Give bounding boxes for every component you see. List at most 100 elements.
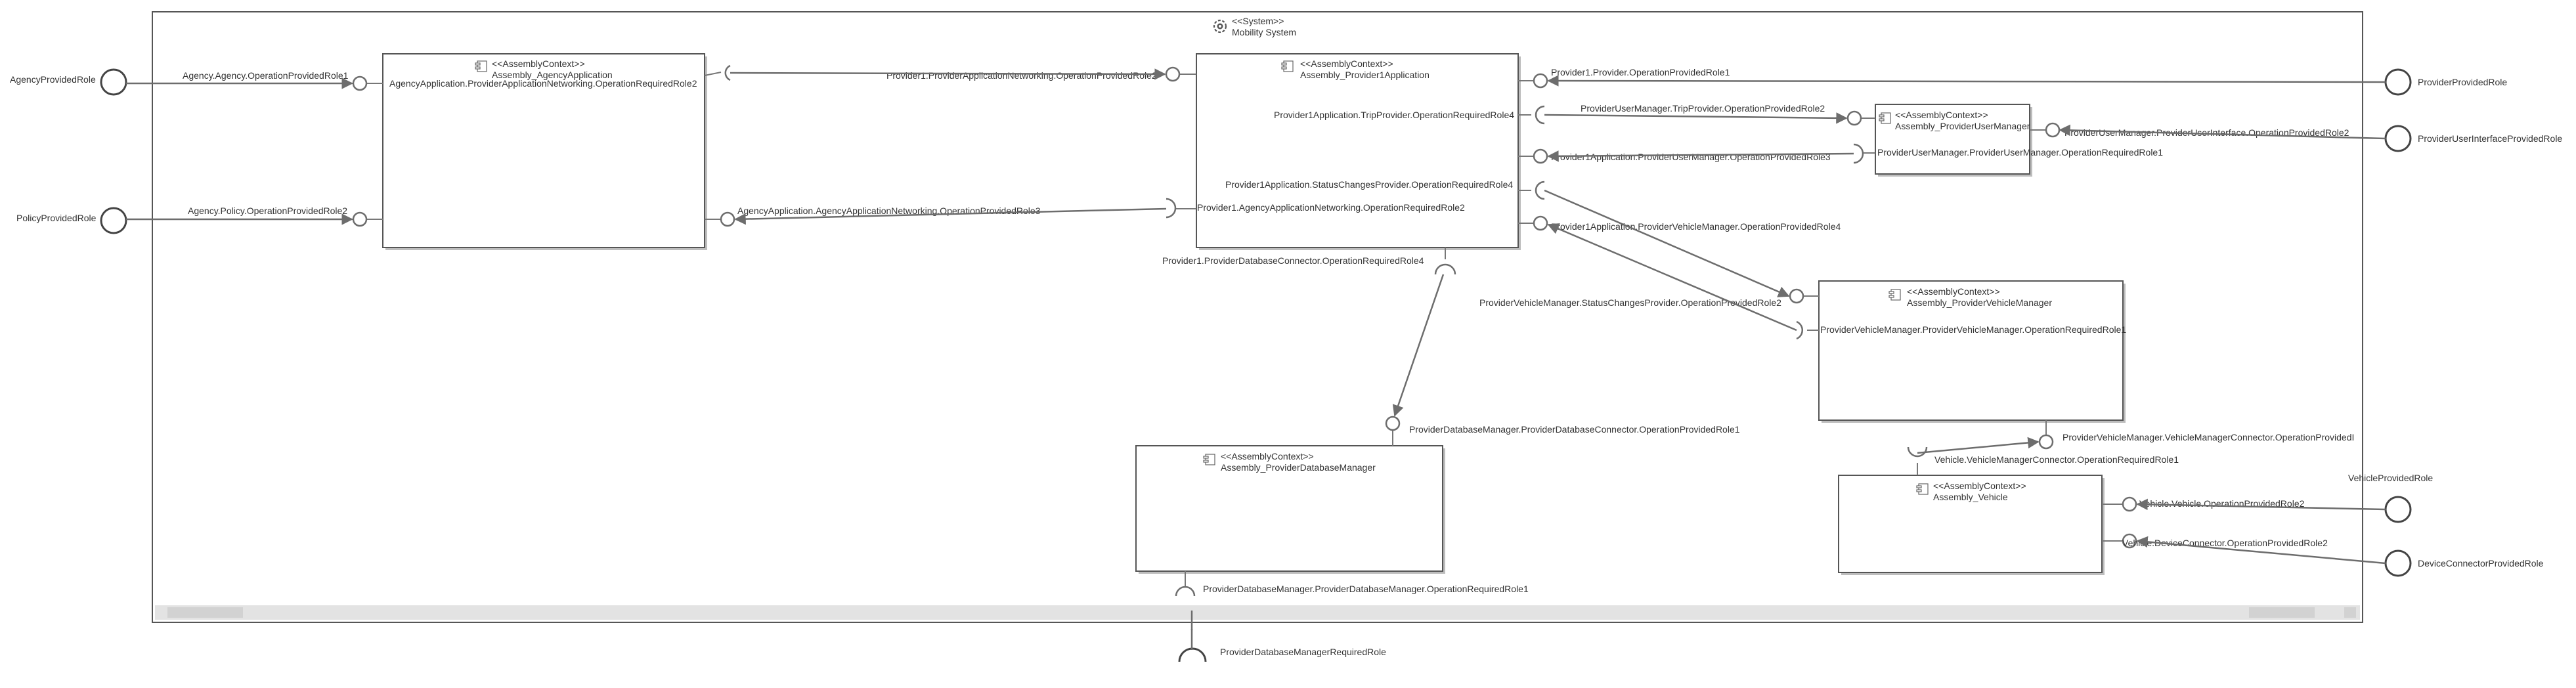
provided-role-port[interactable] [1385, 416, 1401, 431]
role-name: DeviceConnectorProvidedRole [2418, 558, 2544, 569]
role-name: PolicyProvidedRole [16, 213, 97, 223]
assembly-connector [1544, 112, 1848, 124]
external-role-db-manager-required[interactable]: ProviderDatabaseManagerRequiredRole [1178, 647, 1386, 662]
required-role-port[interactable] [1535, 181, 1545, 200]
role-name: AgencyProvidedRole [10, 74, 96, 85]
provided-role-port[interactable] [2122, 496, 2137, 512]
provided-role-port[interactable] [1533, 73, 1548, 89]
component-name: Assembly_AgencyApplication [492, 70, 613, 80]
component-vehicle[interactable]: <<AssemblyContext>> Assembly_Vehicle [1838, 475, 2105, 575]
role-label: ProviderVehicleManager.StatusChangesProv… [1479, 297, 1781, 308]
system-gear-icon [1213, 19, 1227, 33]
component-icon [1888, 289, 1901, 301]
provided-role-port[interactable] [1165, 66, 1181, 82]
component-name: Assembly_ProviderVehicleManager [1907, 297, 2052, 308]
provided-role-port[interactable] [2122, 533, 2137, 549]
role-label: ProviderVehicleManager.VehicleManagerCon… [2063, 432, 2354, 442]
component-provider-user-manager[interactable]: <<AssemblyContext>> Assembly_ProviderUse… [1875, 104, 2032, 177]
component-name: Assembly_ProviderDatabaseManager [1221, 462, 1376, 473]
provided-role-port[interactable] [1533, 215, 1548, 231]
role-label: AgencyApplication.ProviderApplicationNet… [389, 78, 697, 89]
provided-role-port[interactable] [352, 211, 368, 227]
scrollbar-corner [2344, 607, 2356, 618]
component-icon [1916, 483, 1929, 495]
delegation-connector [2136, 536, 2386, 565]
role-label: Agency.Policy.OperationProvidedRole2 [188, 205, 347, 216]
component-stereotype: <<AssemblyContext>> [1221, 451, 1314, 462]
required-role-port[interactable] [1796, 320, 1803, 340]
external-role-vehicle-provided[interactable]: VehicleProvidedRole [2348, 473, 2433, 523]
component-stereotype: <<AssemblyContext>> [492, 58, 585, 69]
role-label: Provider1Application.TripProvider.Operat… [1274, 110, 1514, 120]
delegation-connector [2059, 124, 2386, 140]
scrollbar-thumb-left[interactable] [167, 607, 243, 618]
component-name: Assembly_ProviderUserManager [1895, 121, 2030, 131]
component-name: Assembly_Provider1Application [1300, 70, 1430, 80]
component-agency-application[interactable]: <<AssemblyContext>> Assembly_AgencyAppli… [382, 53, 707, 250]
required-role-port[interactable] [1434, 263, 1456, 275]
role-label: ProviderUserManager.ProviderUserManager.… [1877, 147, 2163, 158]
delegation-connector [2136, 498, 2386, 511]
component-stereotype: <<AssemblyContext>> [1933, 481, 2026, 491]
scrollbar-thumb-right[interactable] [2249, 607, 2315, 618]
external-role-provider-user-interface-provided[interactable]: ProviderUserInterfaceProvidedRole [2384, 125, 2562, 152]
role-label: Provider1Application.StatusChangesProvid… [1225, 179, 1513, 190]
provided-role-port[interactable] [720, 211, 735, 227]
role-label: AgencyApplication.AgencyApplicationNetwo… [737, 205, 1041, 216]
assembly-connector [1547, 223, 1797, 332]
provided-role-port[interactable] [1789, 288, 1804, 304]
role-label: Provider1Application.ProviderUserManager… [1551, 152, 1831, 162]
external-role-policy-provided[interactable]: PolicyProvidedRole [16, 207, 127, 234]
component-provider-database-manager[interactable]: <<AssemblyContext>> Assembly_ProviderDat… [1135, 445, 1445, 574]
external-role-provider-provided[interactable]: ProviderProvidedRole [2384, 68, 2507, 96]
role-label: Provider1.ProviderDatabaseConnector.Oper… [1162, 255, 1424, 266]
delegation-connector [1547, 75, 2386, 87]
role-label: Vehicle.VehicleManagerConnector.Operatio… [1934, 454, 2179, 465]
provided-role-port[interactable] [2038, 434, 2054, 450]
role-label: Provider1.Provider.OperationProvidedRole… [1551, 67, 1730, 77]
assembly-connector [1917, 437, 2040, 454]
required-role-port[interactable] [1853, 143, 1864, 164]
component-icon [1203, 454, 1215, 465]
assembly-connector [1392, 274, 1445, 417]
assembly-connector [734, 207, 1167, 225]
provided-role-port[interactable] [352, 75, 368, 91]
required-role-port[interactable] [1175, 586, 1196, 597]
role-label: ProviderUserManager.TripProvider.Operati… [1581, 103, 1825, 114]
role-label: ProviderDatabaseManager.ProviderDatabase… [1409, 424, 1740, 435]
role-label: ProviderVehicleManager.ProviderVehicleMa… [1820, 324, 2126, 335]
role-name: ProviderDatabaseManagerRequiredRole [1220, 647, 1386, 657]
component-icon [1281, 60, 1294, 72]
role-label: Provider1.ProviderApplicationNetworking.… [886, 70, 1157, 81]
role-label: Provider1Application.ProviderVehicleMana… [1551, 221, 1841, 232]
required-role-port[interactable] [1535, 105, 1545, 125]
assembly-connector [730, 68, 1166, 80]
role-name: ProviderProvidedRole [2418, 77, 2507, 87]
system-stereotype: <<System>> [1232, 16, 1284, 26]
component-provider-vehicle-manager[interactable]: <<AssemblyContext>> Assembly_ProviderVeh… [1818, 280, 2126, 423]
role-label: ProviderDatabaseManager.ProviderDatabase… [1203, 584, 1529, 594]
component-provider1-application[interactable]: <<AssemblyContext>> Assembly_Provider1Ap… [1196, 53, 1521, 250]
role-name: ProviderUserInterfaceProvidedRole [2418, 133, 2562, 144]
component-icon [475, 60, 487, 72]
provided-role-port[interactable] [2045, 122, 2061, 138]
component-name: Assembly_Vehicle [1933, 492, 2008, 502]
external-role-device-connector-provided[interactable]: DeviceConnectorProvidedRole [2384, 549, 2544, 577]
required-role-port[interactable] [1907, 446, 1928, 458]
horizontal-scrollbar[interactable] [155, 605, 2360, 620]
role-label: Agency.Agency.OperationProvidedRole1 [183, 70, 349, 81]
required-role-port[interactable] [1166, 198, 1177, 219]
provided-role-port[interactable] [1846, 110, 1862, 126]
external-role-agency-provided[interactable]: AgencyProvidedRole [10, 68, 127, 96]
role-name: VehicleProvidedRole [2348, 473, 2433, 483]
connectors [126, 68, 2386, 650]
system-name: Mobility System [1232, 27, 1296, 37]
provided-role-port[interactable] [1533, 148, 1548, 164]
assembly-connector [1544, 189, 1790, 297]
component-stereotype: <<AssemblyContext>> [1907, 286, 2000, 297]
required-role-port[interactable] [724, 64, 731, 81]
role-label: Provider1.AgencyApplicationNetworking.Op… [1197, 202, 1465, 213]
component-icon [1879, 112, 1891, 124]
role-label: Vehicle.DeviceConnector.OperationProvide… [2122, 538, 2328, 548]
